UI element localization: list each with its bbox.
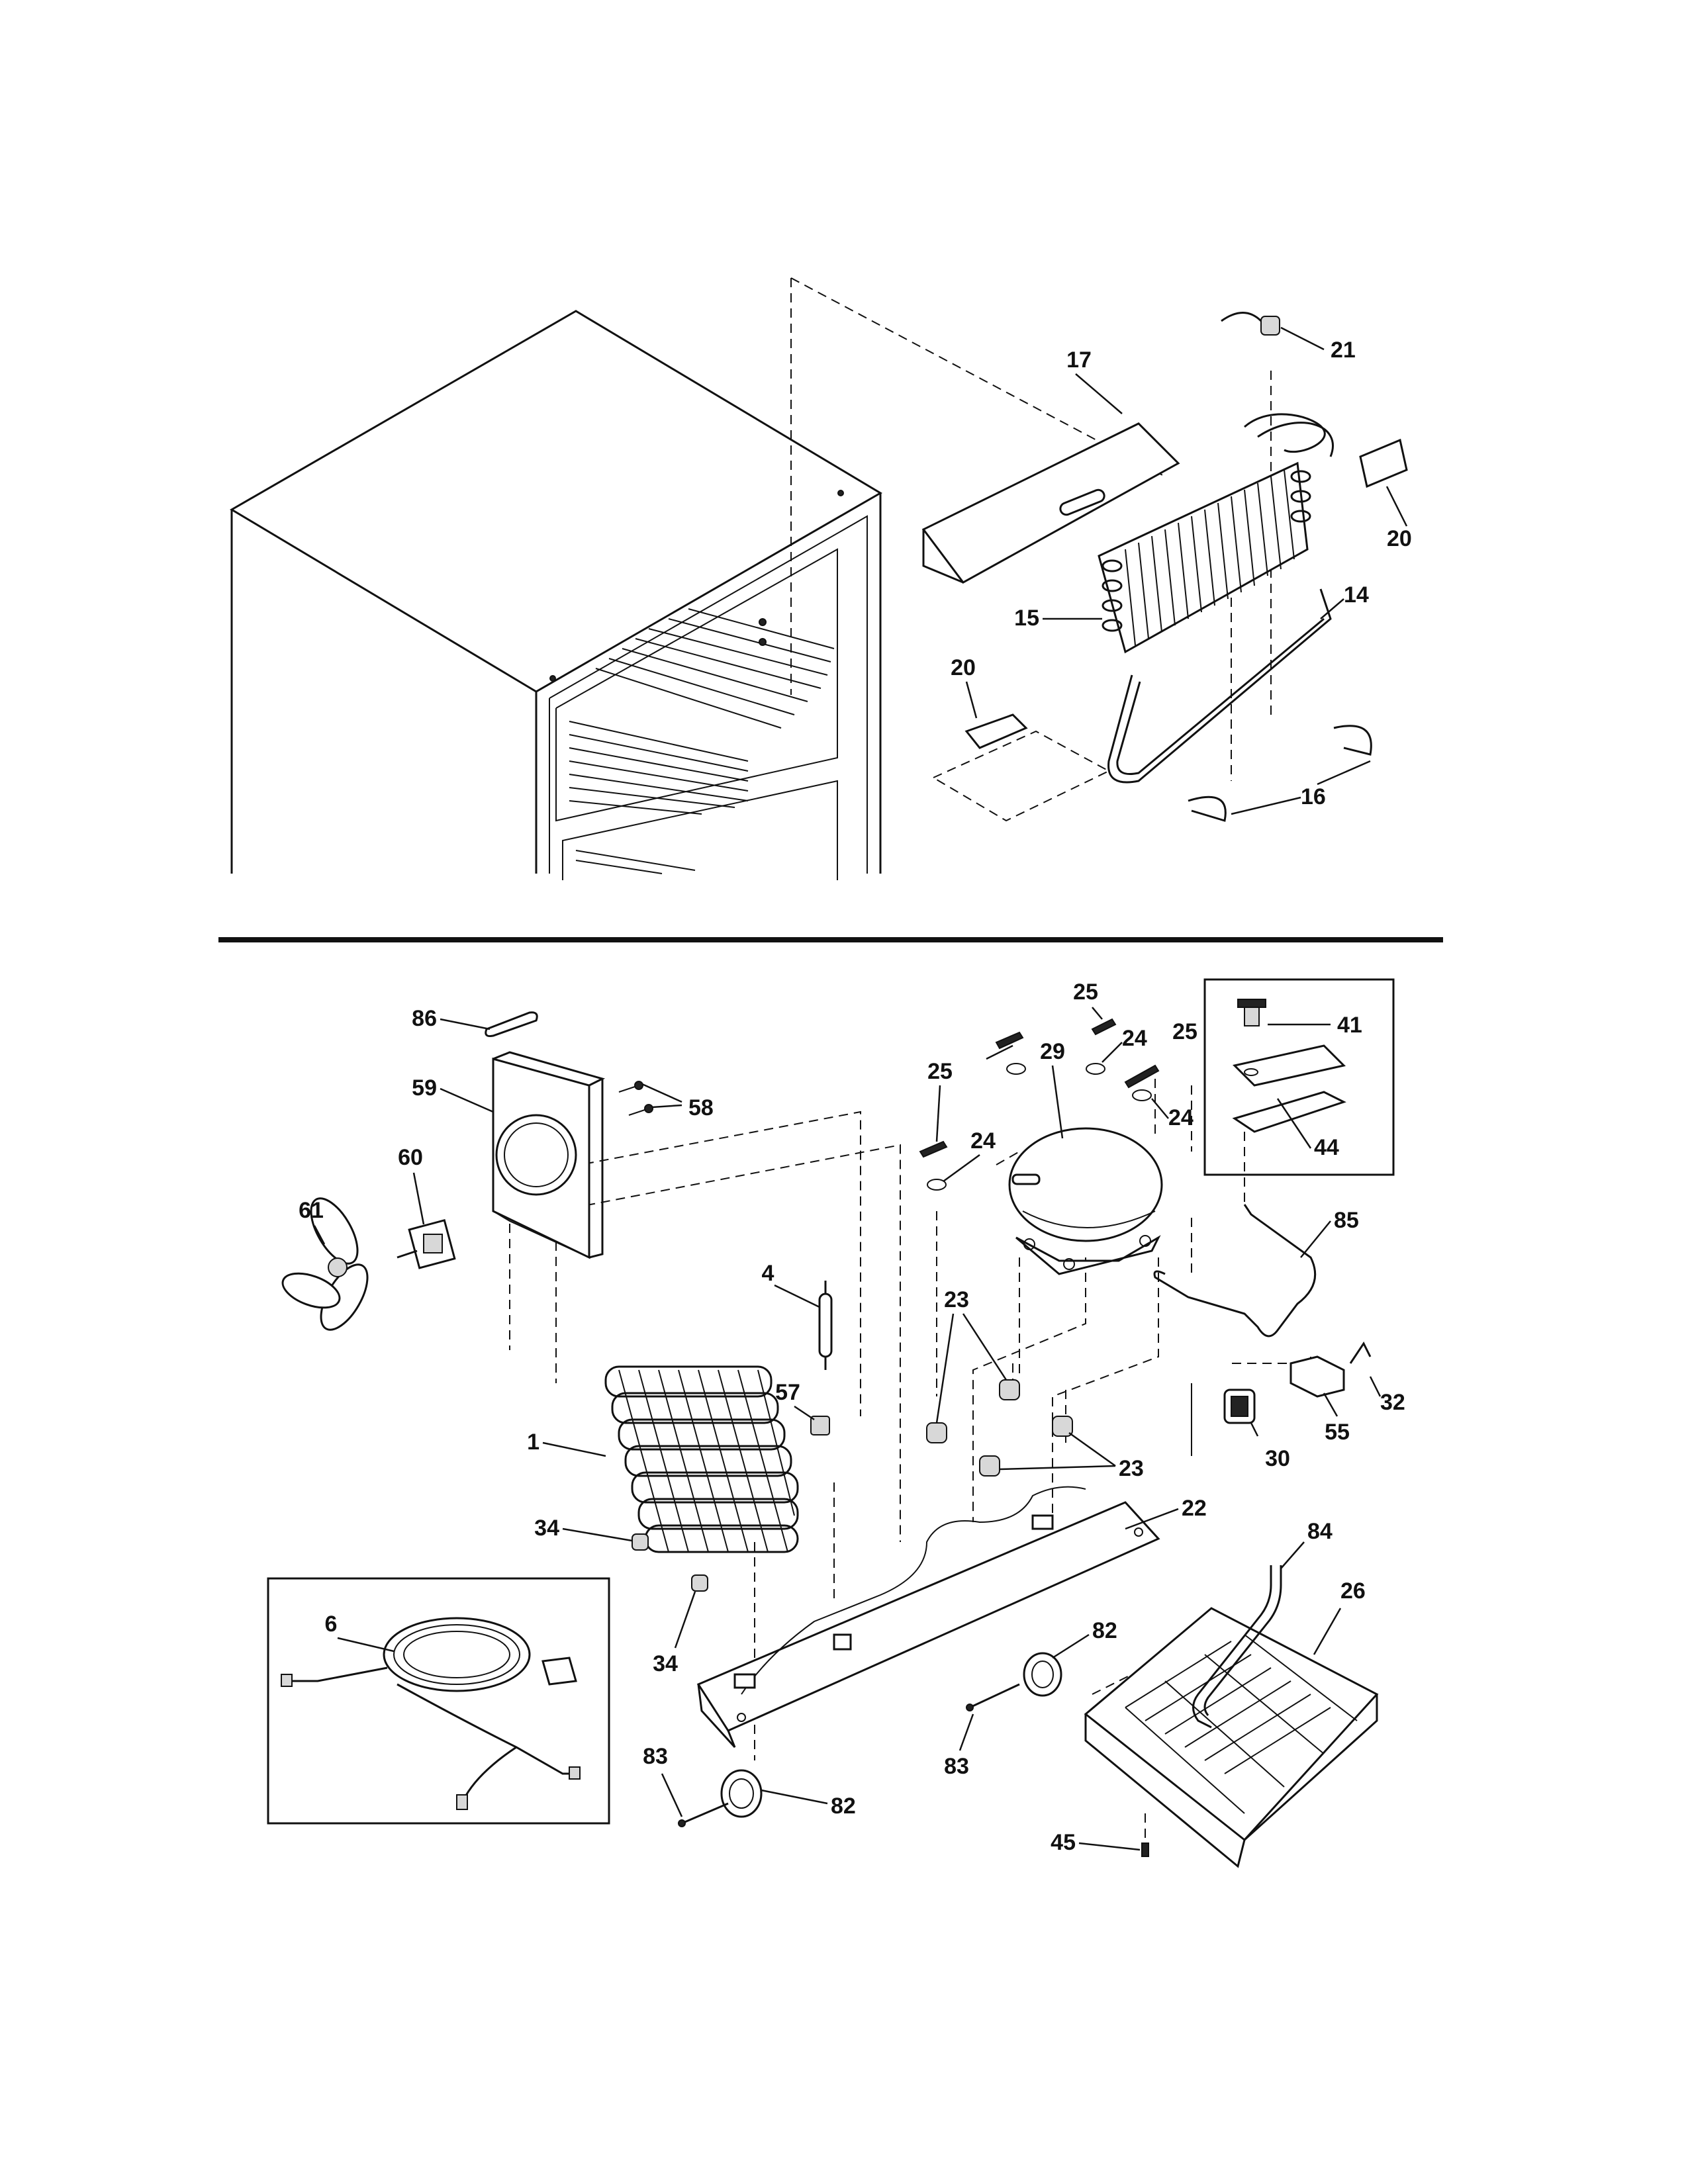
relay-part-55	[1289, 1355, 1345, 1398]
refrigerator-cabinet	[230, 310, 882, 880]
callout-55: 55	[1325, 1420, 1350, 1445]
callout-16: 16	[1301, 784, 1326, 809]
callout-58: 58	[688, 1095, 714, 1120]
evaporator-coil	[1098, 413, 1334, 654]
callout-15: 15	[1014, 606, 1039, 631]
callout-17: 17	[1066, 347, 1092, 373]
callout-25-right: 25	[1172, 1019, 1197, 1044]
clip-part-86	[485, 1011, 538, 1037]
sensor-part-21	[1221, 312, 1280, 336]
callout-20-left: 20	[951, 655, 976, 680]
washers-part-24	[927, 1063, 1152, 1191]
drier-part-4	[818, 1281, 833, 1370]
callout-86: 86	[412, 1006, 437, 1031]
screws-part-83	[678, 1683, 1020, 1827]
callout-83-right: 83	[944, 1754, 969, 1779]
callout-14: 14	[1344, 582, 1369, 608]
bottom-callouts: 86 59 58 60 61 25 25 25 24 29 24 24 41 4…	[299, 979, 1405, 1855]
wire-part-32	[1349, 1342, 1372, 1364]
bracket-part-20	[964, 438, 1408, 749]
screw-part-45	[1141, 1843, 1149, 1857]
callout-25-left: 25	[927, 1059, 953, 1084]
callout-34-left: 34	[534, 1516, 559, 1541]
condenser-part-1	[604, 1365, 799, 1553]
callout-84: 84	[1307, 1519, 1333, 1544]
screws-part-58	[618, 1081, 653, 1116]
power-cord-inset-part-6	[267, 1577, 610, 1825]
clip-part-57	[810, 1416, 830, 1435]
bottom-assembly-guides	[509, 1079, 1311, 1846]
callout-32: 32	[1380, 1390, 1405, 1415]
compressor-part-29	[1008, 1127, 1163, 1275]
drain-pan-part-26	[1084, 1607, 1379, 1868]
base-plate-part-22	[696, 1486, 1160, 1749]
grommets-part-34	[632, 1533, 708, 1592]
callout-59: 59	[412, 1075, 437, 1101]
drain-tube-part-84	[1192, 1565, 1282, 1729]
fan-shroud-part-59	[492, 1051, 606, 1259]
heater-clips	[1188, 725, 1372, 822]
tube-part-85	[1153, 1204, 1317, 1338]
callout-6: 6	[325, 1612, 338, 1637]
callout-83-left: 83	[643, 1744, 668, 1769]
callout-24-right: 24	[1168, 1105, 1194, 1130]
callout-21: 21	[1331, 338, 1356, 363]
callout-57: 57	[775, 1380, 800, 1405]
defrost-heater	[1107, 588, 1332, 784]
callout-4: 4	[762, 1261, 774, 1286]
inset-box-41-44	[1203, 978, 1395, 1176]
callout-1: 1	[527, 1430, 539, 1455]
fan-blade-part-61	[281, 1197, 369, 1331]
callout-44: 44	[1314, 1135, 1339, 1160]
callout-24-top: 24	[1122, 1026, 1147, 1051]
callout-29: 29	[1040, 1039, 1065, 1064]
callout-30: 30	[1265, 1446, 1290, 1471]
callout-82-right: 82	[1092, 1618, 1117, 1643]
callout-23-top: 23	[944, 1287, 969, 1312]
callout-26: 26	[1340, 1578, 1366, 1604]
drain-trough	[921, 422, 1180, 584]
callout-60: 60	[398, 1145, 423, 1170]
callout-82-left: 82	[831, 1794, 856, 1819]
callout-34-bottom: 34	[653, 1651, 678, 1676]
callout-45: 45	[1051, 1830, 1076, 1855]
clips-part-25	[919, 1018, 1160, 1158]
callout-85: 85	[1334, 1208, 1359, 1233]
callout-61: 61	[299, 1198, 324, 1223]
callout-25-mid: 25	[1073, 979, 1098, 1005]
overload-part-30	[1223, 1388, 1256, 1424]
feet-part-82	[720, 1652, 1062, 1818]
callout-23-bottom: 23	[1119, 1456, 1144, 1481]
callout-22: 22	[1182, 1496, 1207, 1521]
callout-20-right: 20	[1387, 526, 1412, 551]
callout-24-left: 24	[970, 1128, 996, 1154]
fan-motor-part-60	[397, 1218, 456, 1269]
callout-41: 41	[1337, 1013, 1362, 1038]
top-callouts: 21 17 20 14 15 20 16	[951, 326, 1412, 815]
grommets-part-23	[926, 1379, 1073, 1477]
